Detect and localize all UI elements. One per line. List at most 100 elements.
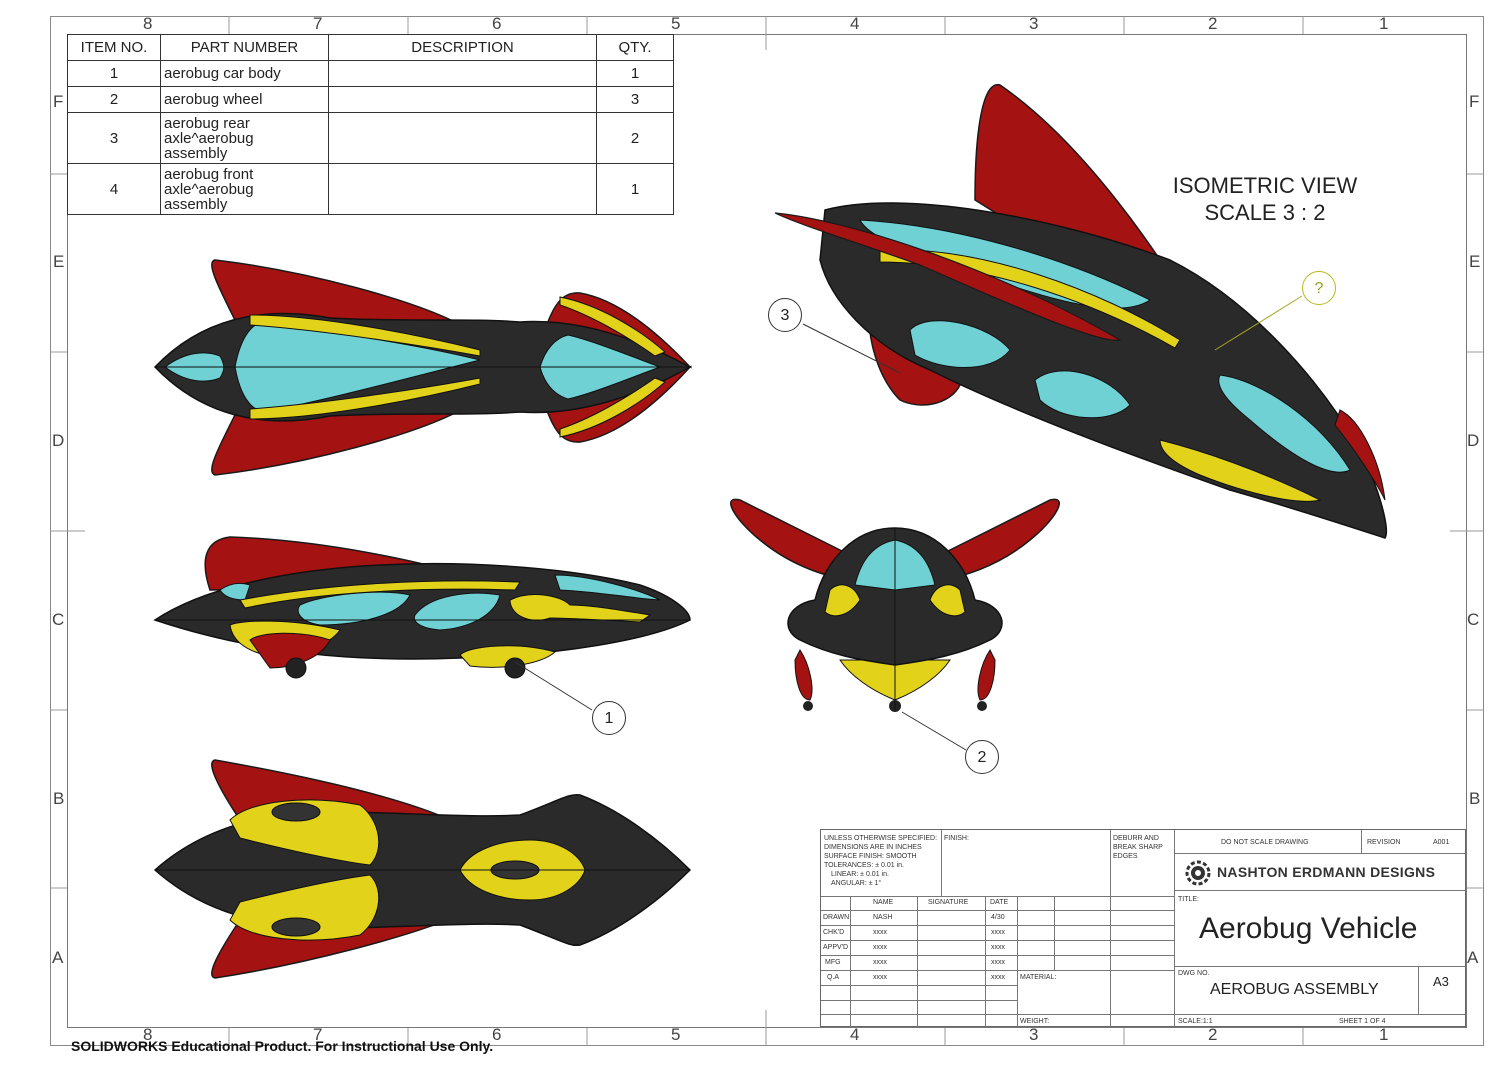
tb-header-signature: SIGNATURE [928,899,969,906]
zone-row-d-right: D [1467,431,1480,450]
part-line: assembly [164,195,228,213]
tb-deburr-note: DEBURR AND BREAK SHARP EDGES [1113,834,1173,861]
tb-date: xxxx [991,974,1005,981]
bom-item-no: 3 [67,112,161,164]
tb-note: UNLESS OTHERWISE SPECIFIED: [824,835,938,842]
bom-item-no: 2 [67,86,161,113]
isometric-view-scale: SCALE 3 : 2 [1204,200,1326,225]
tb-finish-label: FINISH: [944,835,969,842]
zone-col-6-top: 6 [492,14,502,33]
zone-col-5-bottom: 5 [671,1025,681,1044]
zone-col-6-bottom: 6 [492,1025,502,1044]
zone-col-3-bottom: 3 [1029,1025,1039,1044]
tb-divider [1174,890,1467,891]
zone-row-f-left: F [53,92,64,111]
tb-deburr-line: BREAK SHARP [1113,844,1163,851]
tb-title-label: TITLE: [1178,896,1200,903]
tb-scale: SCALE:1:1 [1178,1018,1213,1025]
tb-date: xxxx [991,959,1005,966]
part-line: aerobug front [164,165,254,183]
tb-divider [1110,830,1111,1028]
zone-row-c-right: C [1467,610,1480,629]
tb-role: DRAWN [823,914,850,921]
bom-header-part-number: PART NUMBER [160,34,329,61]
zone-col-2-top: 2 [1208,14,1218,33]
bom-item-no: 1 [67,60,161,87]
zone-col-8-bottom: 8 [143,1025,153,1044]
tb-sheet: SHEET 1 OF 4 [1339,1018,1386,1025]
bom-qty: 1 [596,163,674,215]
tb-note: LINEAR: ± 0.01 in. [831,871,889,878]
zone-row-f-right: F [1469,92,1480,111]
bom-qty: 3 [596,86,674,113]
isometric-view [774,83,1387,539]
bottom-view [153,759,692,979]
tb-divider [1174,966,1467,967]
isometric-view-title: ISOMETRIC VIEW [1172,173,1358,198]
bom-item-no: 4 [67,163,161,215]
bom-header-qty: QTY. [596,34,674,61]
tb-divider [821,985,1017,986]
title-block: UNLESS OTHERWISE SPECIFIED: DIMENSIONS A… [820,829,1467,1028]
bom-part-number: aerobug wheel [160,86,329,113]
tb-divider [850,896,851,1028]
bom-qty: 1 [596,60,674,87]
tb-divider [1017,896,1018,1028]
item-balloon-1: 1 [592,701,626,735]
item-balloon-2: 2 [965,740,999,774]
tb-role: CHK'D [823,929,845,936]
bom-description [328,86,597,113]
tb-divider [1054,896,1055,970]
tb-name: xxxx [873,929,887,936]
gear-logo-icon [1185,860,1211,886]
bom-part-number: aerobug rear axle^aerobug assembly [160,112,329,164]
table-row: 4 aerobug front axle^aerobug assembly 1 [67,163,674,215]
tb-material-label: MATERIAL: [1020,974,1057,981]
tb-company: NASHTON ERDMANN DESIGNS [1185,860,1465,886]
tb-deburr-line: EDGES [1113,853,1138,860]
zone-col-5-top: 5 [671,14,681,33]
tb-tolerance-notes: UNLESS OTHERWISE SPECIFIED: DIMENSIONS A… [824,834,940,888]
zone-row-a-right: A [1467,948,1479,967]
zone-row-e-left: E [53,252,65,271]
tb-divider [1361,830,1362,853]
tb-note: SURFACE FINISH: SMOOTH [824,853,917,860]
tb-divider [821,1014,1017,1015]
tb-date: xxxx [991,929,1005,936]
part-line: assembly [164,144,228,162]
tb-divider [1174,853,1467,854]
zone-col-8-top: 8 [143,14,153,33]
tb-divider [821,910,1174,911]
bom-part-number: aerobug front axle^aerobug assembly [160,163,329,215]
item-balloon-3: 3 [768,298,802,332]
tb-role: Q.A [827,974,840,981]
front-view [730,498,1060,712]
zone-row-d-left: D [52,431,65,450]
tb-divider [821,896,1174,897]
zone-row-e-right: E [1469,252,1481,271]
tb-dwg-no: AEROBUG ASSEMBLY [1210,981,1379,998]
tb-divider [821,1000,1017,1001]
tb-divider [941,830,942,896]
zone-col-2-bottom: 2 [1208,1025,1218,1044]
part-line: aerobug wheel [164,91,263,108]
tb-divider [1174,830,1175,1028]
tb-header-date: DATE [990,899,1009,906]
table-row: 3 aerobug rear axle^aerobug assembly 2 [67,112,674,164]
tb-revision: A001 [1433,839,1450,846]
zone-col-7-bottom: 7 [313,1025,323,1044]
tb-name: xxxx [873,959,887,966]
zone-row-a-left: A [52,948,64,967]
tb-header-name: NAME [873,899,894,906]
zone-col-1-top: 1 [1379,14,1389,33]
tb-role: APPV'D [823,944,849,951]
tb-divider [821,970,1174,971]
tb-note: DIMENSIONS ARE IN INCHES [824,844,922,851]
bom-qty: 2 [596,112,674,164]
educational-watermark: SOLIDWORKS Educational Product. For Inst… [71,1038,494,1054]
leader-lines [514,295,1303,751]
tb-name: xxxx [873,944,887,951]
bom-header-description: DESCRIPTION [328,34,597,61]
tb-divider [1017,1014,1174,1015]
